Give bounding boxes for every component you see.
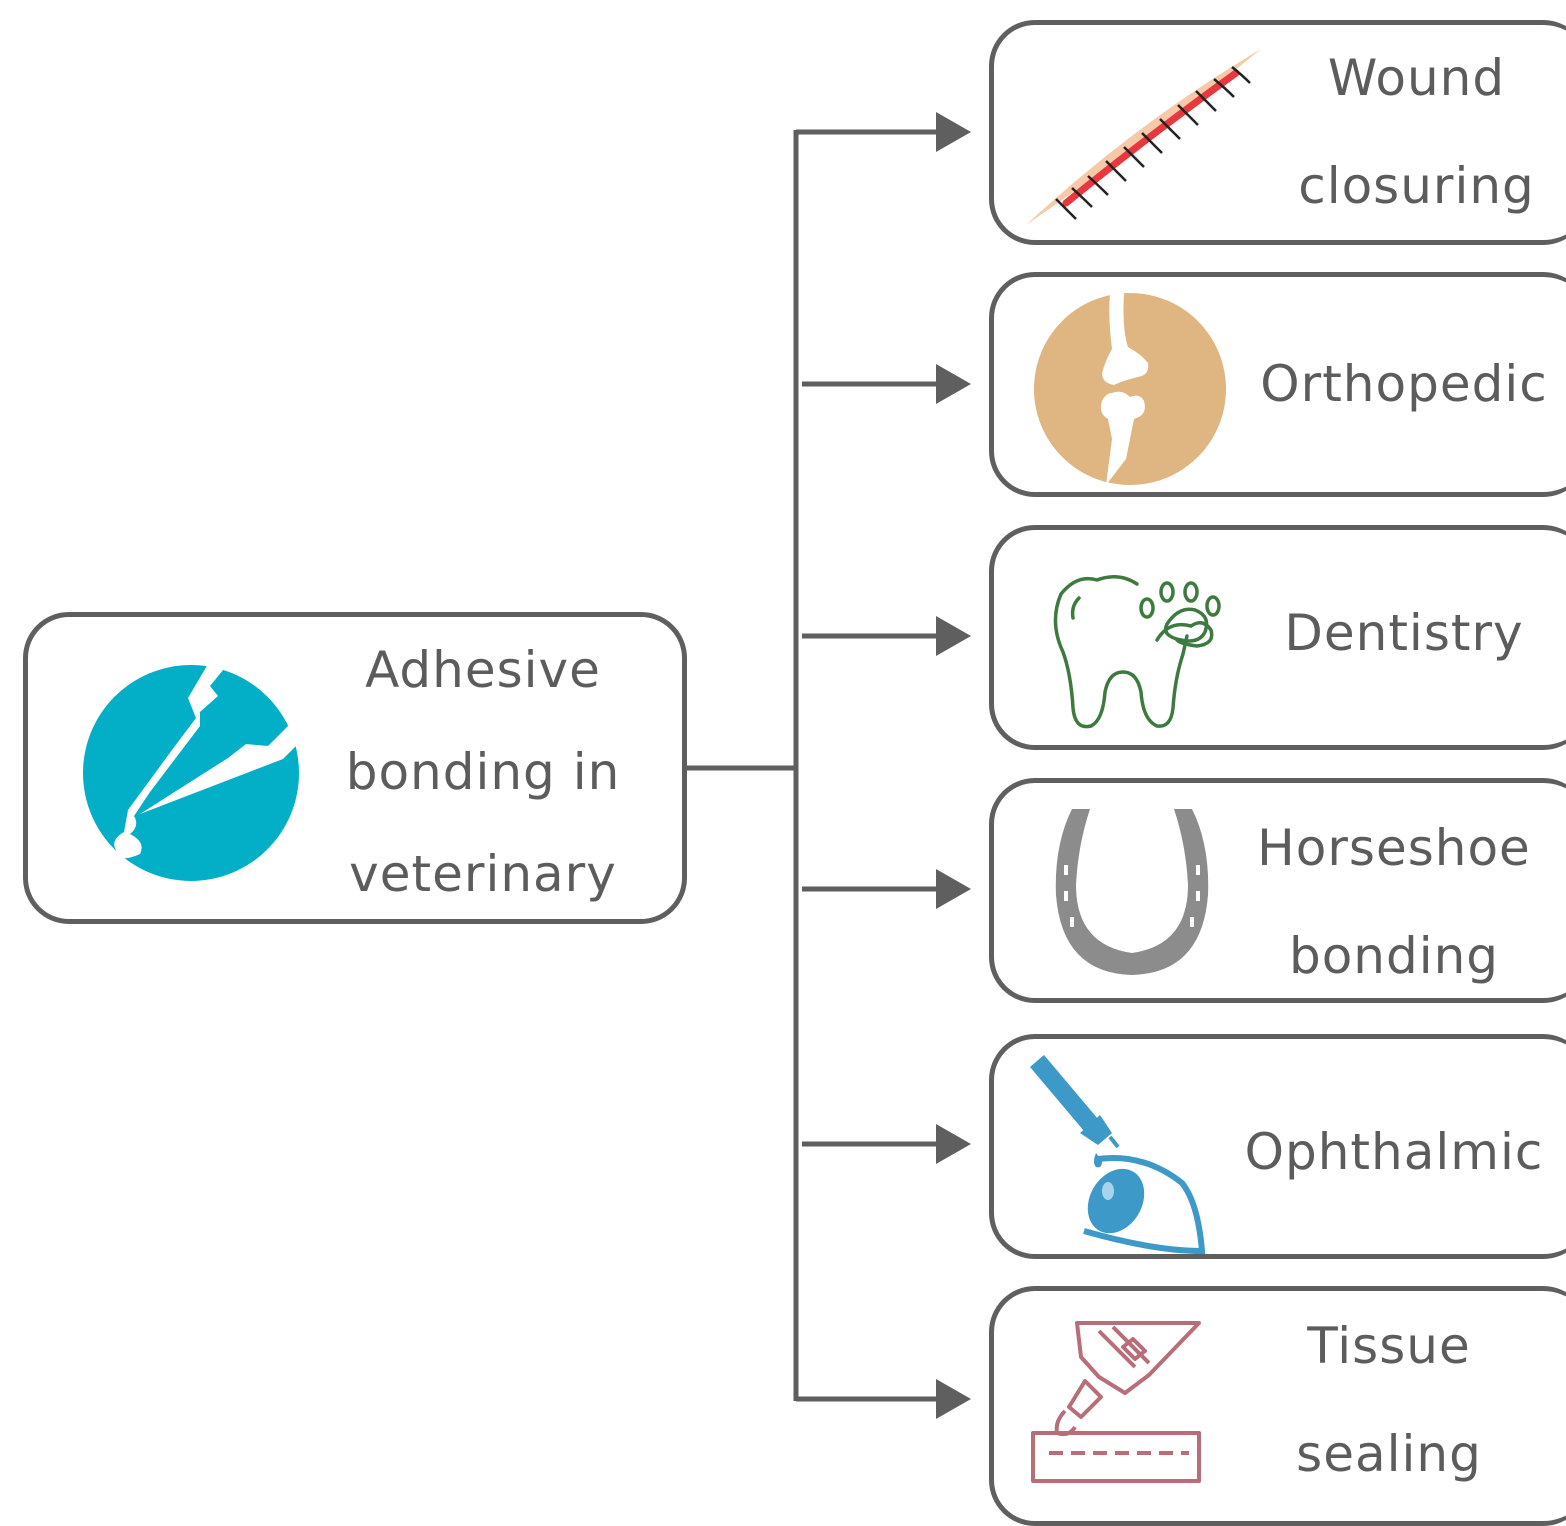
- root-label-line-1: Adhesive: [365, 641, 601, 699]
- horseshoe-label: Horseshoe bonding: [1239, 823, 1549, 981]
- root-label: Adhesive bonding in veterinary: [338, 645, 628, 939]
- ophthalmic-label-line-1: Ophthalmic: [1244, 1123, 1544, 1181]
- wound-label: Wound closuring: [1274, 53, 1559, 211]
- dentistry-label-line-1: Dentistry: [1284, 604, 1524, 662]
- horseshoe-label-line-2: bonding: [1288, 927, 1500, 985]
- eye-drop-icon: [1030, 1055, 1206, 1255]
- node-orthopedic: Orthopedic: [989, 272, 1566, 497]
- ophthalmic-label: Ophthalmic: [1229, 1127, 1559, 1177]
- wound-label-line-2: closuring: [1298, 157, 1535, 215]
- dentistry-label: Dentistry: [1249, 608, 1559, 658]
- root-label-line-2: bonding in: [345, 743, 621, 801]
- root-node: Adhesive bonding in veterinary: [23, 612, 687, 924]
- node-tissue-sealing: Tissue sealing: [989, 1286, 1566, 1526]
- bone-joint-icon: [1034, 293, 1226, 485]
- node-horseshoe-bonding: Horseshoe bonding: [989, 778, 1566, 1003]
- node-dentistry: Dentistry: [989, 525, 1566, 750]
- node-wound-closuring: Wound closuring: [989, 20, 1566, 245]
- wound-label-line-1: Wound: [1327, 49, 1506, 107]
- root-label-line-3: veterinary: [349, 845, 617, 903]
- tissue-label-line-1: Tissue: [1307, 1317, 1471, 1375]
- horseshoe-icon: [1055, 809, 1209, 975]
- tissue-label: Tissue sealing: [1234, 1321, 1544, 1479]
- horseshoe-label-line-1: Horseshoe: [1257, 819, 1531, 877]
- tissue-sealant-icon: [1031, 1321, 1201, 1483]
- tissue-label-line-2: sealing: [1296, 1425, 1482, 1483]
- tooth-paw-icon: [1053, 575, 1221, 729]
- node-ophthalmic: Ophthalmic: [989, 1034, 1566, 1259]
- sutured-wound-icon: [1026, 49, 1261, 225]
- orthopedic-label-line-1: Orthopedic: [1260, 355, 1548, 413]
- glue-tube-icon: [83, 664, 308, 881]
- orthopedic-label: Orthopedic: [1249, 359, 1559, 409]
